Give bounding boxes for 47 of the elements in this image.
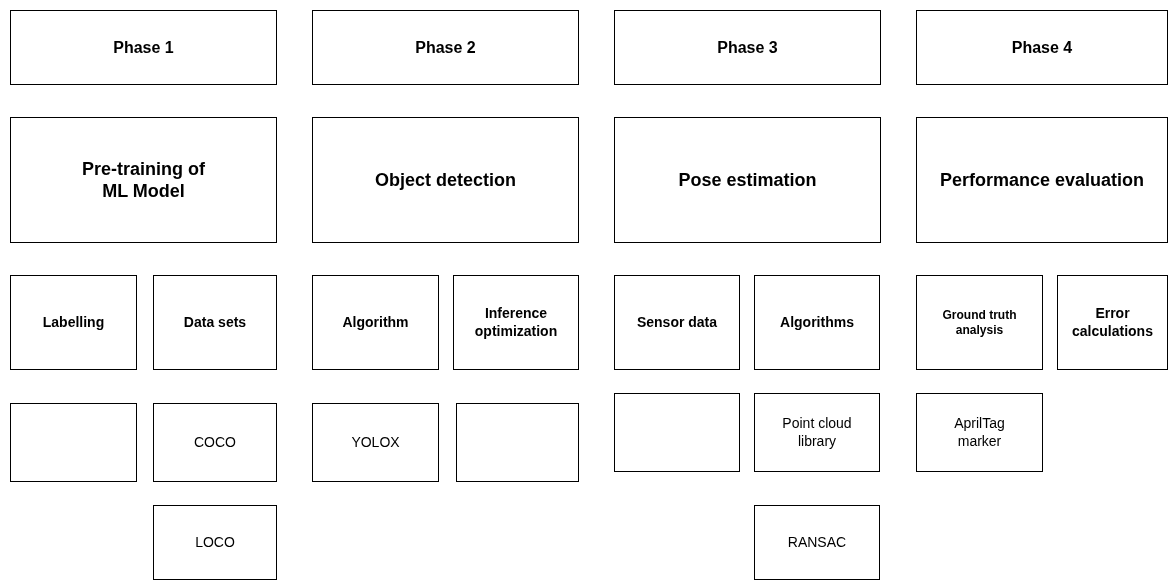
process-box (754, 275, 880, 370)
phase-box (614, 10, 881, 85)
box-label: Point cloud library (781, 415, 853, 450)
process-box (312, 117, 579, 243)
box-label: Data sets (183, 313, 247, 332)
box-label: Labelling (42, 313, 105, 332)
box-label: Phase 3 (717, 37, 778, 58)
process-box (10, 117, 277, 243)
phase-box (312, 10, 579, 85)
process-box (312, 275, 439, 370)
process-box (916, 117, 1168, 243)
process-box (614, 117, 881, 243)
empty-box (456, 403, 579, 482)
box-label: AprilTag marker (953, 415, 1006, 450)
empty-box (10, 403, 137, 482)
process-box (10, 275, 137, 370)
process-box (916, 275, 1043, 370)
box-label: Pose estimation (678, 168, 817, 192)
box-label: Phase 2 (415, 37, 476, 58)
box-label: Inference optimization (473, 305, 559, 340)
process-box (614, 275, 740, 370)
box-label: COCO (194, 433, 236, 452)
process-box (754, 505, 880, 580)
empty-box (614, 393, 740, 472)
process-box (153, 403, 277, 482)
box-label: Phase 1 (113, 37, 174, 58)
box-label: Algorithms (780, 313, 854, 332)
box-label: Object detection (375, 168, 516, 192)
box-label: YOLOX (351, 433, 400, 452)
box-label: LOCO (195, 533, 235, 552)
box-label: Ground truth analysis (941, 307, 1018, 338)
phase-box (916, 10, 1168, 85)
box-label: Performance evaluation (939, 168, 1145, 192)
box-label: Error calculations (1071, 305, 1154, 340)
process-box (153, 275, 277, 370)
process-box (754, 393, 880, 472)
process-box (453, 275, 579, 370)
process-box (312, 403, 439, 482)
box-label: Pre-training of ML Model (81, 157, 206, 203)
box-label: Sensor data (636, 313, 718, 332)
box-label: RANSAC (787, 533, 847, 552)
process-box (1057, 275, 1168, 370)
phase-box (10, 10, 277, 85)
process-box (153, 505, 277, 580)
box-label: Phase 4 (1011, 37, 1073, 58)
box-label: Algorithm (342, 313, 409, 332)
process-box (916, 393, 1043, 472)
